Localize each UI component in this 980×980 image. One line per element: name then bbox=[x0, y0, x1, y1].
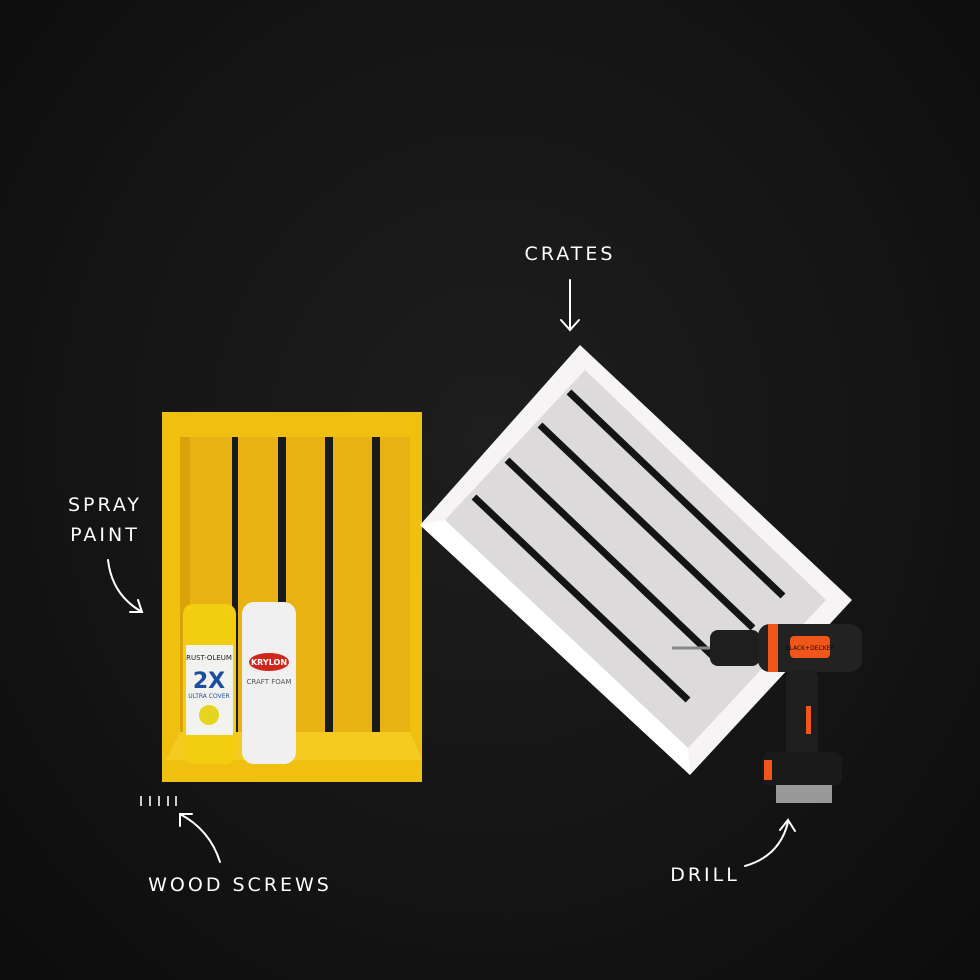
svg-text:ULTRA COVER: ULTRA COVER bbox=[188, 693, 229, 700]
wood-screws bbox=[140, 796, 177, 806]
drill-arrow-icon bbox=[744, 818, 796, 867]
spray-paint-label-line2: PAINT bbox=[70, 524, 140, 546]
svg-text:BLACK+DECKER: BLACK+DECKER bbox=[785, 645, 834, 652]
drill-logo bbox=[790, 636, 830, 658]
svg-text:2X: 2X bbox=[193, 669, 225, 694]
drill-label: DRILL bbox=[670, 864, 740, 886]
wood-screws-label: WOOD SCREWS bbox=[148, 874, 332, 896]
crates-label: CRATES bbox=[524, 243, 616, 265]
white-spray-can: KRYLON CRAFT FOAM bbox=[242, 602, 296, 764]
wood-screws-arrow-icon bbox=[179, 813, 221, 863]
svg-text:KRYLON: KRYLON bbox=[251, 658, 287, 667]
crates-arrow-icon bbox=[560, 279, 580, 332]
drill: BLACK+DECKER bbox=[672, 624, 862, 803]
spray-paint-arrow-icon bbox=[107, 559, 144, 613]
spray-paint-label-line1: SPRAY bbox=[67, 494, 143, 516]
svg-text:CRAFT FOAM: CRAFT FOAM bbox=[247, 678, 292, 686]
svg-text:RUST-OLEUM: RUST-OLEUM bbox=[186, 654, 232, 662]
yellow-spray-can: RUST-OLEUM 2X ULTRA COVER bbox=[183, 604, 236, 764]
